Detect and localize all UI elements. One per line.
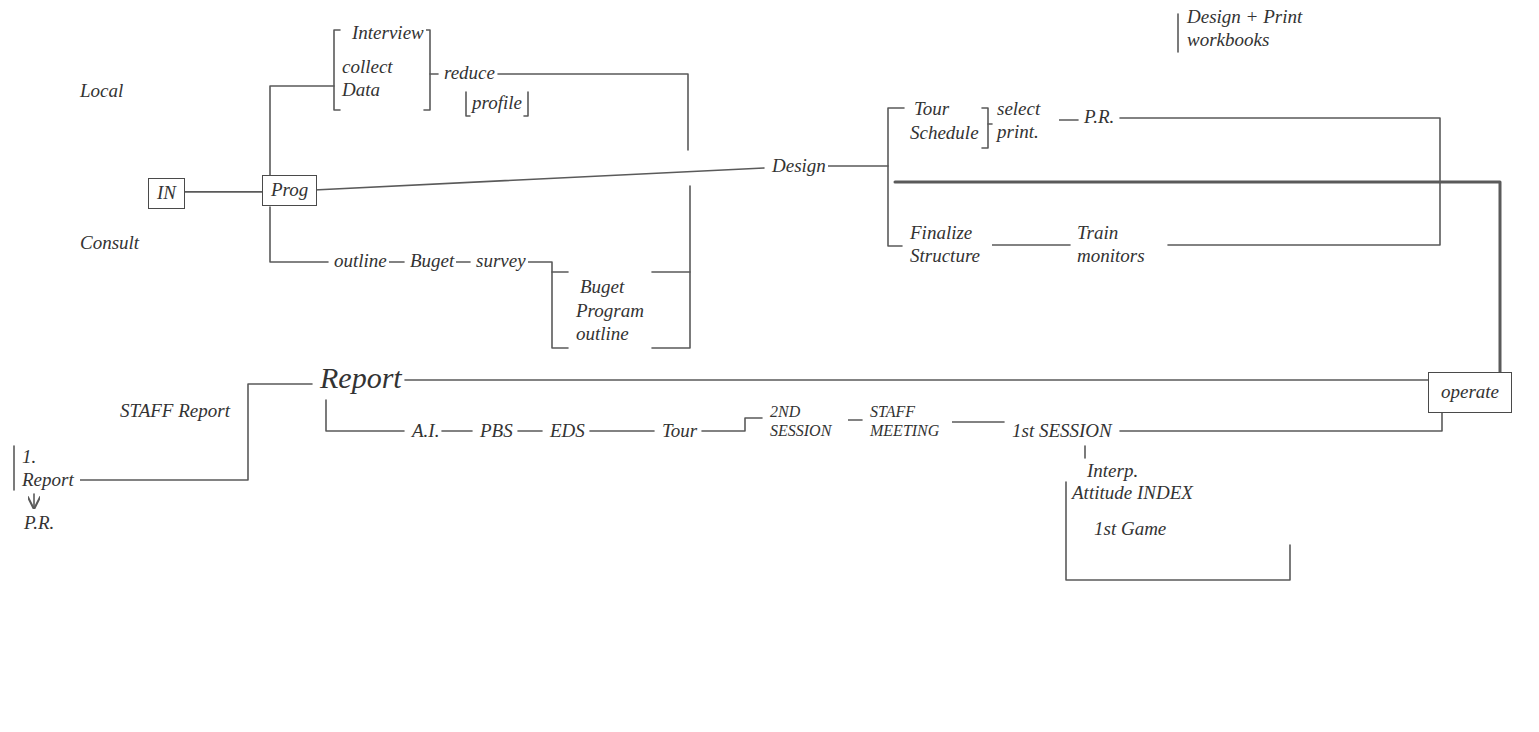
bracket [524, 92, 528, 116]
boxed-step: Prog [262, 175, 317, 206]
bracket [652, 186, 690, 348]
handwritten-note: P.R. [22, 512, 56, 535]
bracket [1066, 482, 1290, 580]
bracket [652, 271, 690, 273]
boxed-step: IN [148, 178, 185, 209]
handwritten-note: Tour [660, 420, 699, 443]
handwritten-note: Interp. [1085, 460, 1140, 483]
bracket [888, 108, 904, 246]
branch-line [988, 123, 992, 125]
handwritten-note: PBS [478, 420, 515, 443]
handwritten-note: STAFF MEETING [868, 402, 952, 440]
bracket [526, 262, 568, 348]
branch-line [846, 419, 862, 421]
handwritten-note: 2ND SESSION [768, 402, 848, 440]
bracket [78, 384, 312, 480]
branch-line [442, 430, 472, 432]
handwritten-note: 1st Game [1092, 518, 1168, 541]
handwritten-note: Train monitors [1075, 222, 1159, 268]
branch-line [456, 261, 470, 263]
main-line [895, 182, 1500, 372]
branch-line [590, 430, 654, 432]
handwritten-note: Buget [578, 276, 626, 299]
bracket [326, 400, 404, 431]
branch-line [828, 165, 888, 167]
bracket [982, 108, 988, 148]
handwritten-note: A.I. [410, 420, 441, 443]
step-text: Prog [271, 179, 308, 202]
handwritten-note: 1st SESSION [1010, 420, 1114, 443]
handwritten-note: Design [770, 155, 828, 178]
handwritten-note: Finalize Structure [908, 222, 992, 268]
handwritten-note: Report [318, 360, 404, 396]
handwritten-note: P.R. [1082, 106, 1116, 129]
step-text: IN [157, 182, 176, 205]
branch-line [950, 421, 1004, 423]
handwritten-note: collect Data [340, 56, 410, 102]
branch-line [1120, 412, 1442, 431]
handwritten-note: outline [332, 250, 389, 273]
branch-line [270, 86, 334, 175]
handwritten-note: EDS [548, 420, 587, 443]
bracket [552, 271, 568, 273]
branch-line [430, 73, 438, 75]
connector-line [185, 191, 262, 193]
boxed-step: operate [1428, 372, 1512, 413]
handwritten-note: reduce [442, 62, 497, 85]
handwritten-note: profile [470, 92, 524, 115]
arrow-line [33, 494, 35, 508]
main-line [405, 379, 1428, 381]
branch-line [1084, 446, 1086, 458]
handwritten-note: STAFF Report [118, 400, 232, 423]
branch-line [518, 430, 542, 432]
branch-line [992, 244, 1070, 246]
bracket [1177, 14, 1179, 52]
handwritten-note: Local [78, 80, 125, 103]
bracket [13, 446, 15, 490]
handwritten-note: Interview [350, 22, 426, 45]
handwritten-note: Design + Print workbooks [1185, 6, 1339, 52]
bracket [702, 418, 762, 431]
handwritten-note: Consult [78, 232, 141, 255]
handwritten-note: Buget [408, 250, 456, 273]
branch-line [498, 74, 688, 150]
branch-line [314, 168, 764, 190]
step-text: operate [1441, 381, 1499, 404]
handwritten-note: 1. Report [20, 446, 80, 492]
handwritten-note: Tour [912, 98, 951, 121]
handwritten-note: Program outline [574, 300, 654, 346]
handwritten-note: select print. [995, 98, 1059, 144]
handwritten-note: Attitude INDEX [1070, 482, 1195, 505]
handwritten-note: survey [474, 250, 528, 273]
handwritten-note: Schedule [908, 122, 981, 145]
branch-line [270, 207, 328, 262]
